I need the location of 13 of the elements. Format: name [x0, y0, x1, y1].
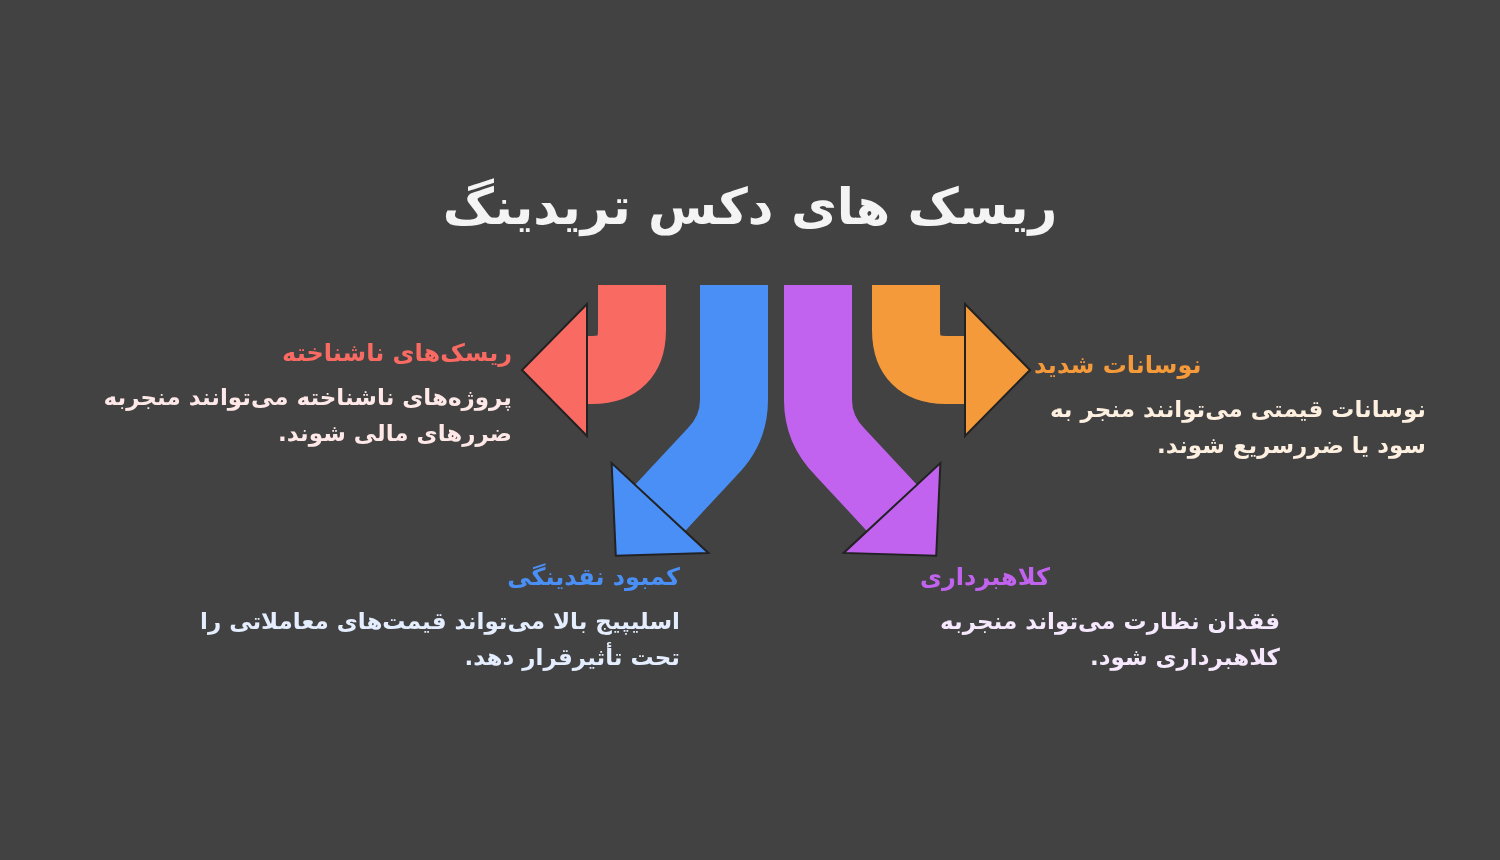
- arrow: [872, 285, 1031, 437]
- arrow: [521, 285, 666, 437]
- item-heading: کلاهبرداری: [920, 562, 1051, 592]
- item-heading: کمبود نقدینگی: [506, 562, 680, 592]
- arrow: [784, 285, 942, 557]
- item-description: نوسانات قیمتی می‌توانند منجر به سود یا ضررسریع شوند.: [1048, 395, 1426, 461]
- arrow: [610, 285, 768, 557]
- item-description: فقدان نظارت می‌تواند منجربه کلاهبرداری شود.: [939, 607, 1280, 673]
- item-heading: نوسانات شدید: [1034, 350, 1203, 380]
- item-description: پروژه‌های ناشناخته می‌توانند منجربه ضررهای مالی شوند.: [102, 383, 512, 449]
- title: ریسک های دکس تریدینگ: [442, 177, 1058, 239]
- item-description: اسلیپیج بالا می‌تواند قیمت‌های معاملاتی را تحت تأثیرقرار دهد.: [200, 607, 680, 673]
- item-heading: ریسک‌های ناشناخته: [281, 338, 512, 368]
